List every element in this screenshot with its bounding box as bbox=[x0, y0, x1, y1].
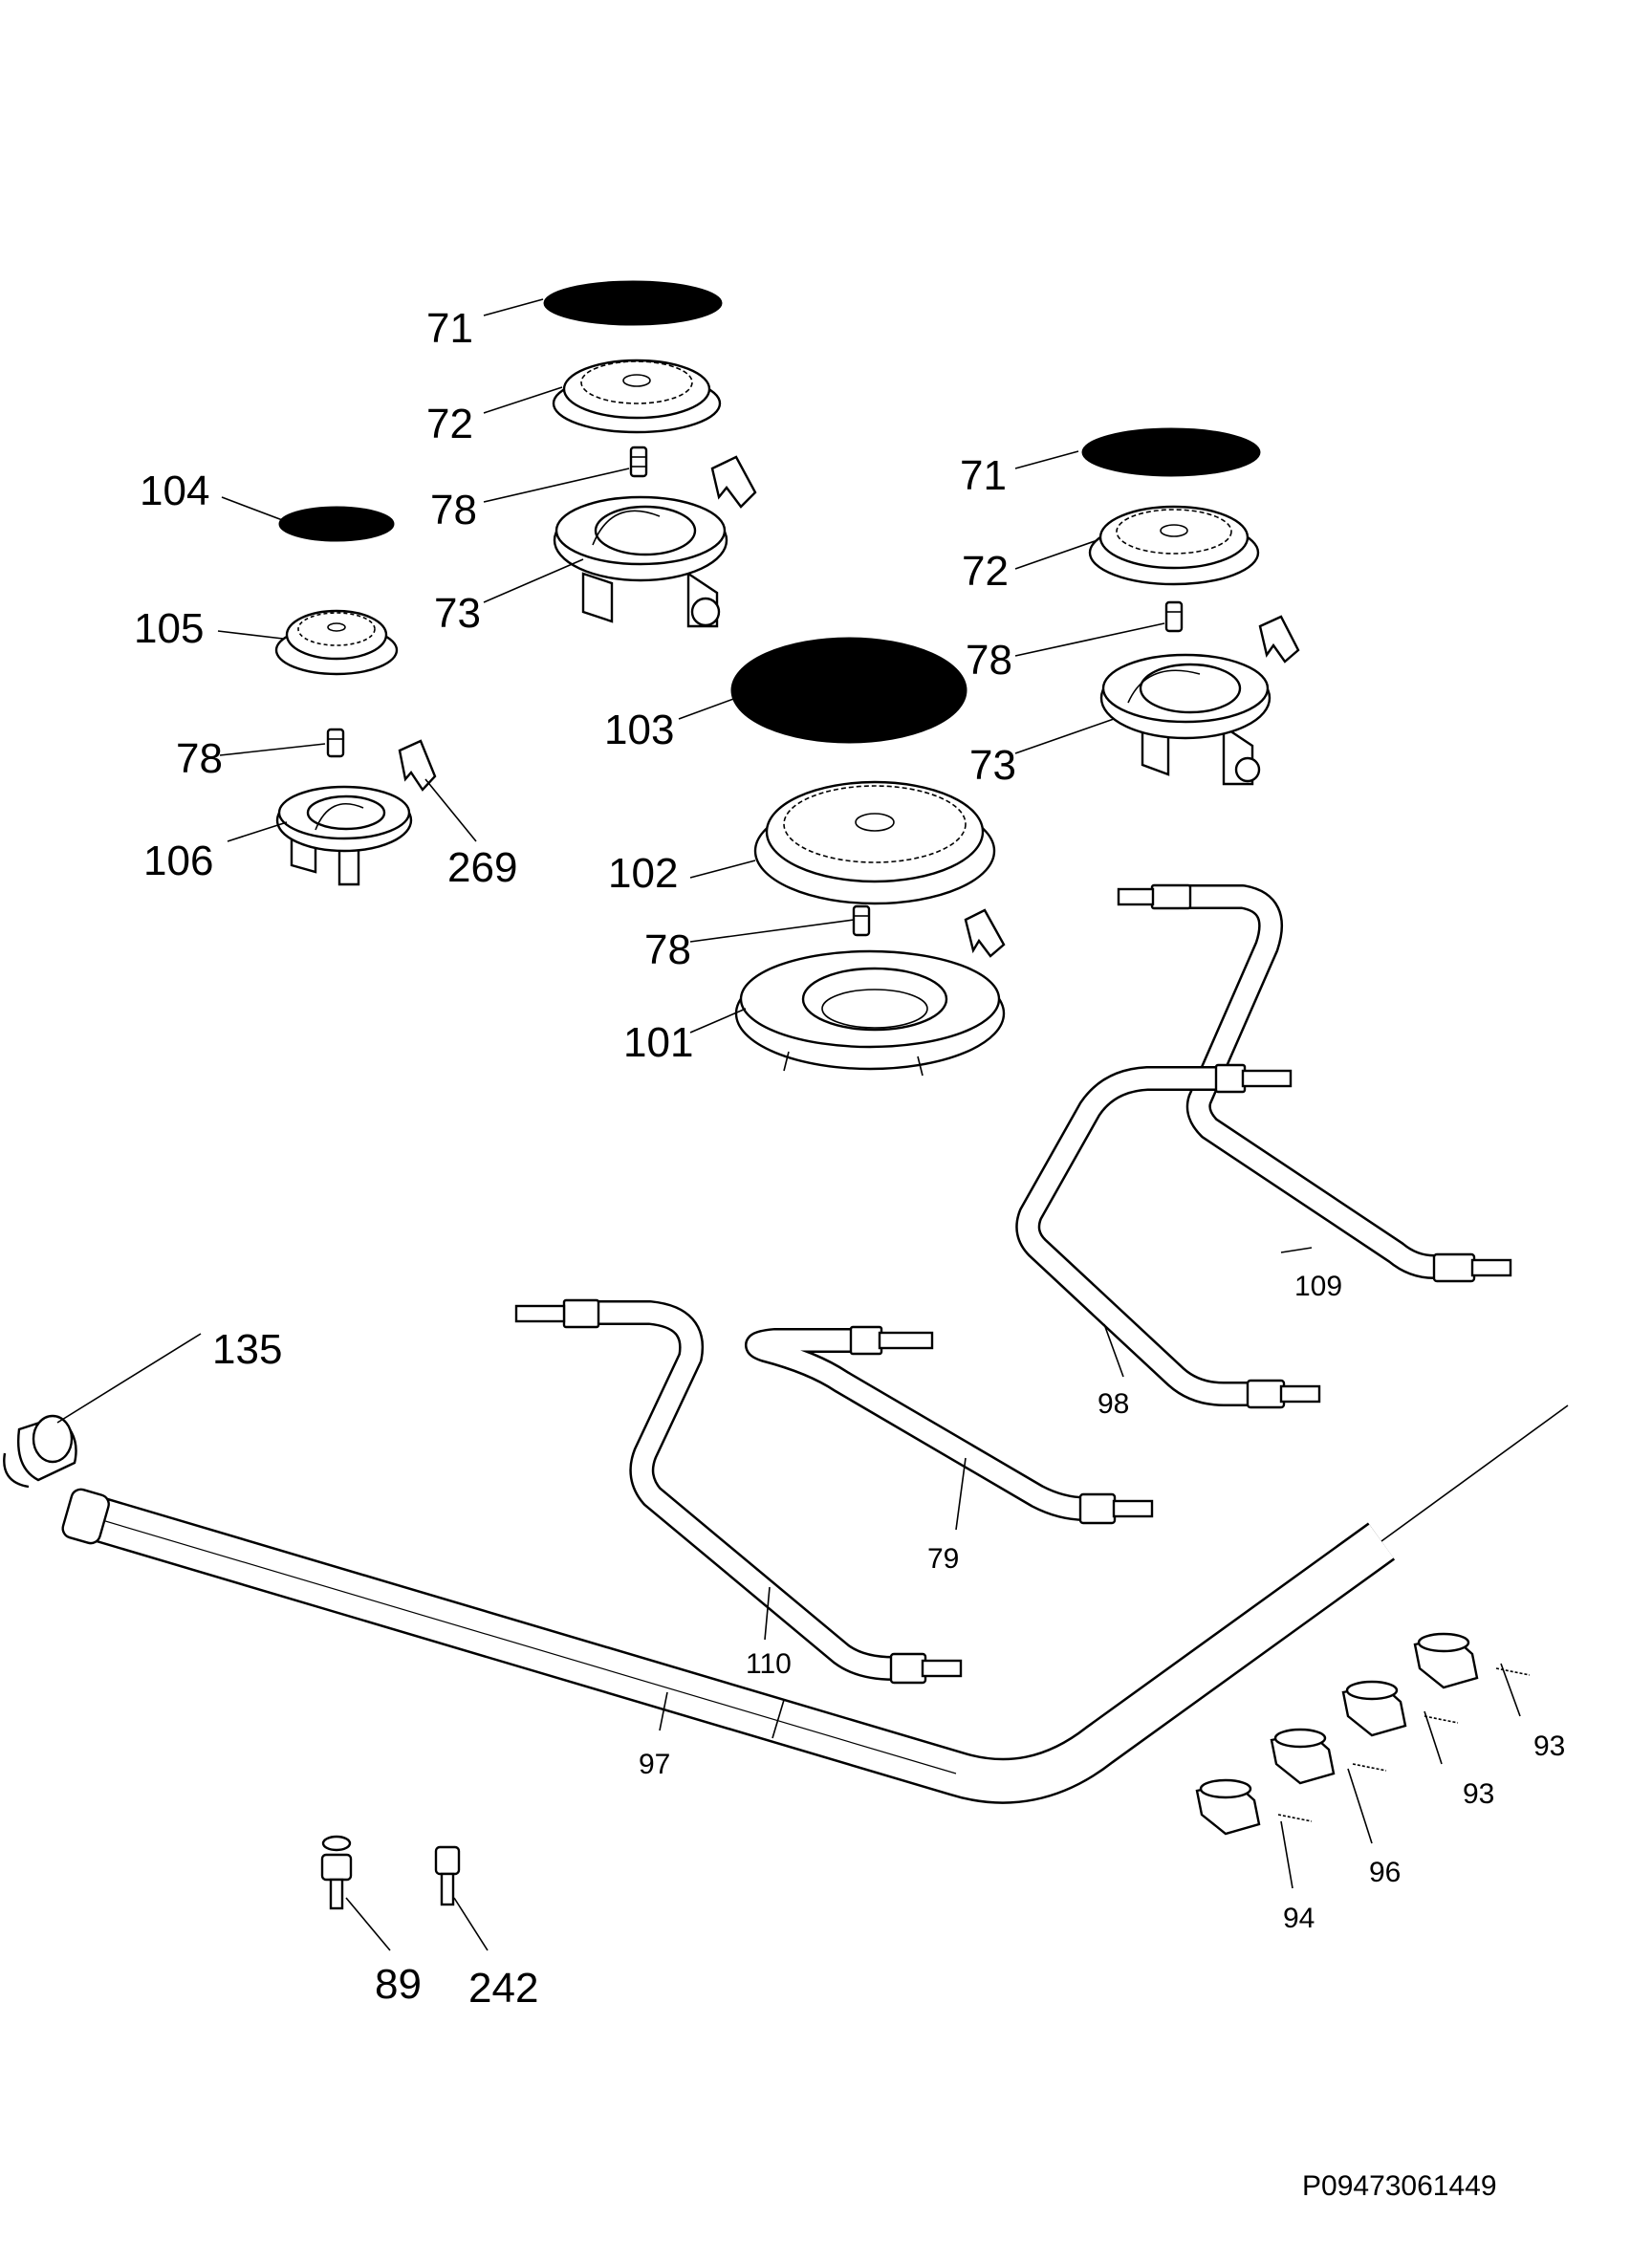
label-89: 89 bbox=[375, 1961, 422, 2008]
label-94: 94 bbox=[1283, 1903, 1315, 1934]
gas-manifold-97[interactable] bbox=[60, 1404, 1569, 1804]
label-105: 105 bbox=[134, 605, 204, 652]
label-71-a: 71 bbox=[426, 305, 473, 352]
label-93-b: 93 bbox=[1463, 1778, 1494, 1810]
ignition-clip-269[interactable] bbox=[398, 739, 437, 792]
fitting-242[interactable] bbox=[434, 1845, 461, 1906]
gas-pipe-110[interactable] bbox=[514, 1298, 963, 1685]
label-78-a: 78 bbox=[430, 487, 477, 533]
injector-78-c[interactable] bbox=[1164, 600, 1184, 633]
burner-2-assembly bbox=[217, 496, 477, 886]
burner-1-assembly bbox=[483, 280, 757, 628]
label-110: 110 bbox=[746, 1648, 792, 1680]
label-104: 104 bbox=[140, 468, 209, 514]
burner-crown-72-a[interactable] bbox=[552, 359, 722, 434]
gas-tap-93-a[interactable] bbox=[1413, 1632, 1531, 1689]
label-269: 269 bbox=[447, 844, 517, 891]
burner-body-101[interactable] bbox=[734, 949, 1006, 1077]
injector-78-a[interactable] bbox=[629, 446, 648, 478]
burner-cap-104[interactable] bbox=[278, 506, 395, 542]
burner-cap-103[interactable] bbox=[730, 637, 967, 744]
label-73-b: 73 bbox=[969, 742, 1016, 789]
label-109: 109 bbox=[1294, 1271, 1342, 1302]
gas-tap-94[interactable] bbox=[1195, 1778, 1313, 1836]
label-72-a: 72 bbox=[426, 401, 473, 447]
gas-pipe-98[interactable] bbox=[1015, 1063, 1321, 1409]
gas-pipe-109[interactable] bbox=[1117, 883, 1512, 1283]
burner-body-106[interactable] bbox=[275, 785, 413, 886]
burner-4-assembly bbox=[678, 637, 1006, 1077]
injector-78-d[interactable] bbox=[852, 904, 871, 937]
burner-crown-105[interactable] bbox=[274, 609, 399, 676]
gas-tap-96[interactable] bbox=[1270, 1728, 1387, 1785]
elbow-135[interactable] bbox=[3, 1414, 77, 1489]
burner-3-assembly bbox=[1014, 427, 1300, 786]
burner-cap-71-b[interactable] bbox=[1081, 427, 1261, 477]
ignition-clip-a[interactable] bbox=[710, 455, 757, 509]
label-102: 102 bbox=[608, 850, 678, 897]
label-242: 242 bbox=[468, 1965, 538, 2012]
label-98: 98 bbox=[1098, 1388, 1129, 1420]
drawing-code: P09473061449 bbox=[1302, 2170, 1497, 2202]
label-78-c: 78 bbox=[966, 637, 1012, 684]
burner-body-73-a[interactable] bbox=[553, 495, 728, 628]
injector-78-b[interactable] bbox=[326, 728, 345, 758]
ignition-clip-c[interactable] bbox=[964, 908, 1006, 958]
label-79: 79 bbox=[927, 1543, 959, 1575]
label-106: 106 bbox=[143, 838, 213, 884]
burner-crown-102[interactable] bbox=[753, 780, 996, 905]
label-78-d: 78 bbox=[644, 926, 691, 973]
fitting-89[interactable] bbox=[320, 1835, 353, 1910]
burner-cap-71-a[interactable] bbox=[543, 280, 723, 326]
label-71-b: 71 bbox=[960, 452, 1007, 499]
label-72-b: 72 bbox=[962, 548, 1009, 595]
label-101: 101 bbox=[623, 1019, 693, 1066]
burner-body-73-b[interactable] bbox=[1099, 653, 1272, 786]
part-labels: 71 72 78 73 104 105 78 106 269 71 72 78 … bbox=[134, 305, 1565, 2202]
burner-crown-72-b[interactable] bbox=[1088, 505, 1260, 586]
label-73-a: 73 bbox=[434, 590, 481, 637]
ignition-clip-b[interactable] bbox=[1258, 615, 1300, 664]
label-97: 97 bbox=[639, 1749, 670, 1780]
label-96: 96 bbox=[1369, 1857, 1401, 1888]
label-93-a: 93 bbox=[1533, 1730, 1565, 1762]
label-78-b: 78 bbox=[176, 735, 223, 782]
label-135: 135 bbox=[212, 1326, 282, 1373]
gas-pipe-79[interactable] bbox=[745, 1325, 1154, 1525]
gas-tap-93-b[interactable] bbox=[1341, 1680, 1459, 1737]
label-103: 103 bbox=[604, 707, 674, 753]
